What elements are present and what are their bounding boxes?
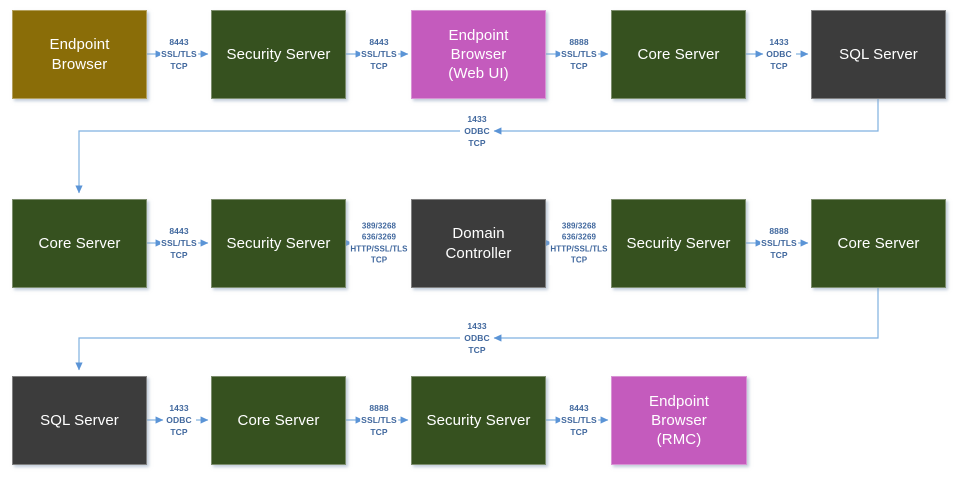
node-r3n3[interactable]: Security Server (411, 376, 546, 465)
node-r3n4[interactable]: Endpoint Browser (RMC) (611, 376, 747, 465)
node-label: Endpoint Browser (Web UI) (448, 26, 509, 83)
node-r1n2[interactable]: Security Server (211, 10, 346, 99)
node-r2n4[interactable]: Security Server (611, 199, 746, 288)
node-r3n2[interactable]: Core Server (211, 376, 346, 465)
node-r1n4[interactable]: Core Server (611, 10, 746, 99)
edge-r1n5-r2n1-b (75, 130, 460, 194)
edge-label-e1: 8443 SSL/TLS TCP (160, 35, 198, 73)
node-label: Core Server (237, 411, 320, 429)
node-r3n1[interactable]: SQL Server (12, 376, 147, 465)
edge-label-e3: 8888 SSL/TLS TCP (560, 35, 598, 73)
node-label: SQL Server (40, 411, 119, 429)
edge-label-e2: 8443 SSL/TLS TCP (360, 35, 398, 73)
node-r1n5[interactable]: SQL Server (811, 10, 946, 99)
node-label: Core Server (637, 45, 720, 63)
edge-label-e4: 1433 ODBC TCP (765, 35, 793, 73)
edge-label-e12: 8888 SSL/TLS TCP (360, 401, 398, 439)
node-r2n1[interactable]: Core Server (12, 199, 147, 288)
node-label: Domain Controller (445, 225, 512, 262)
node-label: Security Server (226, 45, 331, 63)
node-label: Endpoint Browser (RMC) (648, 392, 710, 449)
edge-label-e11: 1433 ODBC TCP (165, 401, 193, 439)
edge-label-e13: 8443 SSL/TLS TCP (560, 401, 598, 439)
node-r2n3[interactable]: Domain Controller (411, 199, 546, 288)
edge-label-e6: 8443 SSL/TLS TCP (160, 224, 198, 262)
node-label: SQL Server (839, 45, 918, 63)
node-r1n1[interactable]: Endpoint Browser (12, 10, 147, 99)
edge-label-e9: 8888 SSL/TLS TCP (760, 224, 798, 262)
edge-label-e7: 389/3268 636/3269 HTTP/SSL/TLS TCP (349, 220, 409, 266)
node-label: Security Server (226, 234, 331, 252)
edge-r2n5-r3n1 (493, 288, 879, 342)
node-r1n3[interactable]: Endpoint Browser (Web UI) (411, 10, 546, 99)
node-label: Core Server (837, 234, 920, 252)
node-label: Security Server (426, 411, 531, 429)
edge-label-e5: 1433 ODBC TCP (463, 112, 491, 150)
node-r2n2[interactable]: Security Server (211, 199, 346, 288)
node-label: Endpoint Browser (49, 36, 110, 73)
node-label: Core Server (38, 234, 121, 252)
edge-r2n5-r3n1-b (75, 337, 460, 371)
edge-label-e8: 389/3268 636/3269 HTTP/SSL/TLS TCP (549, 220, 609, 266)
node-r2n5[interactable]: Core Server (811, 199, 946, 288)
edge-label-e10: 1433 ODBC TCP (463, 319, 491, 357)
edge-r1n5-r2n1 (493, 99, 879, 135)
node-label: Security Server (626, 234, 731, 252)
